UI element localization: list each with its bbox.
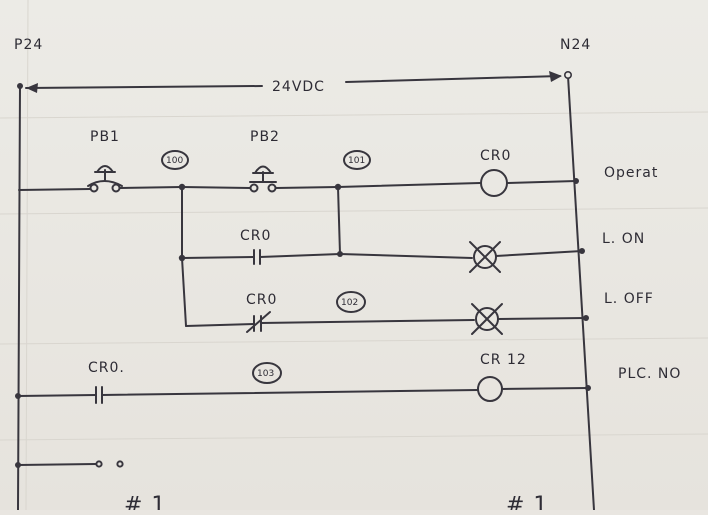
pushbutton-pb2-symbol xyxy=(249,165,277,193)
contact-nc-cr0-label: CR0 xyxy=(246,292,277,308)
supply-arrow xyxy=(25,71,562,93)
footer-right-mark: # 1 xyxy=(506,493,548,510)
coil-cr0-label: CR0 xyxy=(480,148,511,164)
left-rail-terminal xyxy=(17,83,23,89)
open-terminal-a-icon xyxy=(95,460,103,468)
output-operate-label: Operat xyxy=(604,165,658,181)
node-102-marker: 102 xyxy=(336,291,366,313)
node-101-label: 101 xyxy=(348,156,365,166)
node-103-marker: 103 xyxy=(252,362,282,384)
contact-cr0-rung4-label: CR0. xyxy=(88,360,125,376)
node-100-label: 100 xyxy=(166,156,183,166)
output-plc-label: PLC. NO xyxy=(618,366,681,382)
rung-5 xyxy=(15,460,124,468)
footer-left-mark: # 1 xyxy=(124,493,166,510)
output-lamp-off-label: L. OFF xyxy=(604,291,654,307)
node-100-marker: 100 xyxy=(161,150,189,170)
node-101-marker: 101 xyxy=(343,150,371,170)
right-rail-terminal xyxy=(563,71,572,80)
rung-4 xyxy=(15,376,591,404)
arrowhead-right-icon xyxy=(549,71,562,82)
rung-3 xyxy=(181,257,589,335)
output-lamp-on-label: L. ON xyxy=(602,231,645,247)
rung-2 xyxy=(178,186,585,273)
arrowhead-left-icon xyxy=(26,83,38,93)
supply-label: 24VDC xyxy=(272,79,325,95)
rung-1 xyxy=(18,165,579,197)
pb2-label: PB2 xyxy=(250,129,280,145)
lamp-on-symbol xyxy=(469,241,501,273)
contact-no-cr0-label: CR0 xyxy=(240,228,271,244)
open-terminal-b-icon xyxy=(116,460,124,468)
right-rail-label: N24 xyxy=(560,37,591,53)
coil-cr0-symbol xyxy=(480,169,508,197)
node-102-label: 102 xyxy=(341,298,358,308)
coil-cr12-label: CR 12 xyxy=(480,352,527,368)
node-103-label: 103 xyxy=(257,369,274,379)
pushbutton-pb1-symbol xyxy=(87,165,123,193)
left-power-rail xyxy=(17,85,21,511)
coil-cr12-symbol xyxy=(477,376,503,402)
left-rail-label: P24 xyxy=(14,37,43,53)
pb1-label: PB1 xyxy=(90,129,120,145)
right-power-rail xyxy=(567,75,595,511)
